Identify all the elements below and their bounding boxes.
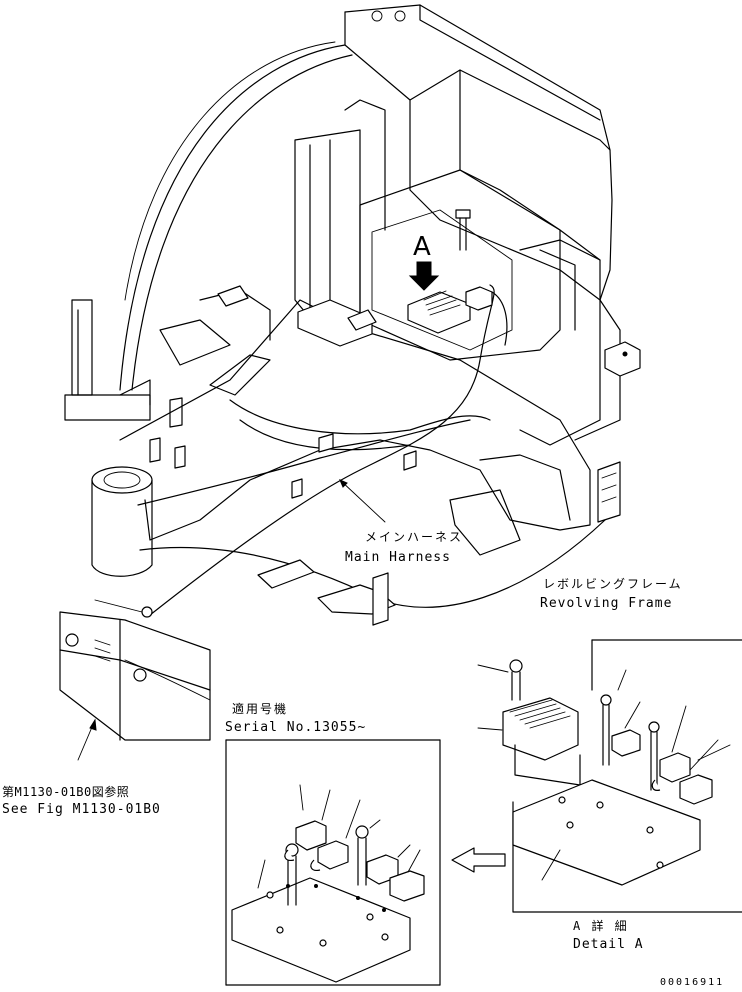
main-harness-en: Main Harness [345, 550, 451, 565]
detail-jp: A 詳 細 [573, 918, 629, 933]
revolving-frame-en: Revolving Frame [540, 596, 672, 611]
down-arrow-icon [408, 261, 440, 291]
detail-a-label: A 詳 細 Detail A [573, 918, 644, 952]
callout-a: A [407, 209, 508, 346]
front-cover-assembly [59, 599, 211, 741]
detail-en: Detail A [573, 937, 644, 952]
serial-en: Serial No.13055~ [225, 720, 366, 735]
main-harness-jp: メインハーネス [365, 530, 463, 544]
left-arrow-icon [451, 847, 506, 873]
see-fig-jp: 第M1130-01B0図参照 [2, 784, 129, 799]
figure-code: 00016911 [660, 977, 724, 988]
main-harness [137, 284, 606, 626]
see-fig-en: See Fig M1130-01B0 [2, 802, 161, 817]
detail-a-panel [477, 639, 742, 913]
see-figure-label: 第M1130-01B0図参照 See Fig M1130-01B0 [2, 718, 161, 817]
revolving-frame-assembly [64, 4, 641, 577]
callout-letter: A [413, 232, 431, 262]
serial-detail-panel: 適用号機 Serial No.13055~ [225, 701, 441, 986]
main-harness-label: メインハーネス Main Harness [339, 479, 463, 565]
revolving-frame-label: レボルビングフレーム Revolving Frame [540, 577, 683, 611]
revolving-frame-jp: レボルビングフレーム [543, 577, 683, 591]
serial-jp: 適用号機 [232, 701, 288, 716]
